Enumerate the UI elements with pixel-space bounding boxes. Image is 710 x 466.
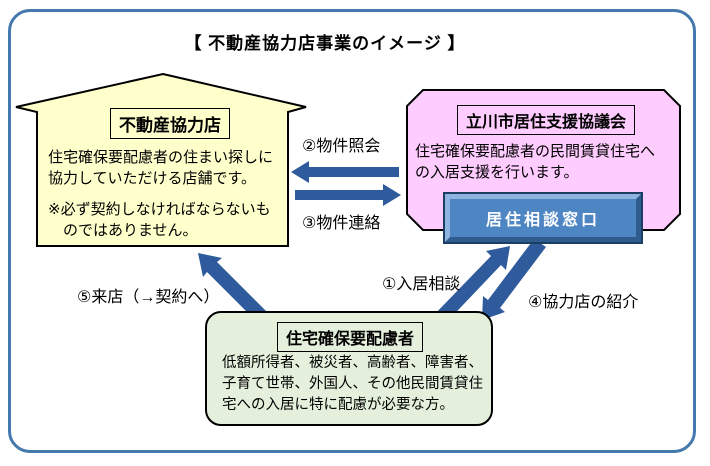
council-heading: 立川市居住支援協議会 [457, 105, 636, 135]
tenant-heading: 住宅確保要配慮者 [277, 322, 424, 352]
store-heading: 不動産協力店 [110, 108, 230, 139]
consult-window-button: 居住相談窓口 [445, 194, 641, 242]
flow-label-property-report: ③物件連絡 [302, 215, 381, 232]
flow-label-visit-store: ⑤来店（→契約へ） [77, 289, 220, 306]
arrow-property-report-icon [295, 184, 401, 206]
council-description: 住宅確保要配慮者の民間賃貸住宅へ の入居支援を行います。 [415, 143, 656, 181]
page-title: 【 不動産協力店事業のイメージ 】 [184, 34, 466, 53]
arrow-property-inquiry-icon [291, 161, 399, 183]
flow-label-store-referral: ④協力店の紹介 [528, 294, 639, 311]
flow-label-move-in-consult: ①入居相談 [382, 276, 461, 293]
store-note: ※必ず契約しなければならないも のではありません。 [48, 201, 271, 239]
store-description: 住宅確保要配慮者の住まい探しに 協力していただける店舗です。 [48, 149, 274, 187]
flow-label-property-inquiry: ②物件照会 [302, 138, 381, 155]
arrow-visit-store-icon [198, 253, 267, 322]
tenant-description: 低額所得者、被災者、高齢者、障害者、 子育て世帯、外国人、その他民間賃貸住 宅へ… [222, 355, 483, 413]
tenant-shape [205, 311, 493, 426]
arrow-store-referral-icon [482, 239, 546, 320]
house-shape [15, 72, 307, 247]
arrow-move-in-consult-icon [432, 246, 510, 327]
